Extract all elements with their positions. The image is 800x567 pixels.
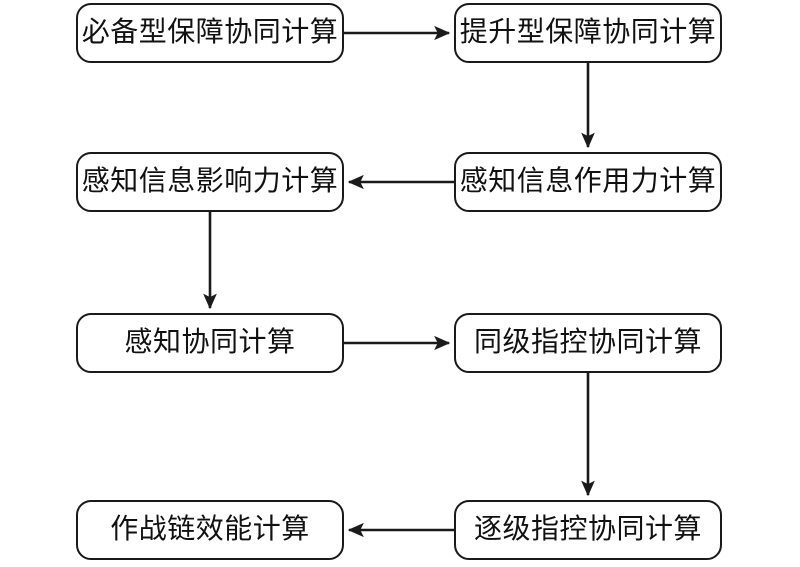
node-required-support-coordination-calc[interactable]: 必备型保障协同计算: [76, 3, 344, 63]
node-hierarchical-command-control-coordination-calc[interactable]: 逐级指控协同计算: [454, 500, 722, 560]
node-label: 提升型保障协同计算: [459, 17, 717, 48]
node-perception-info-force-calc[interactable]: 感知信息作用力计算: [454, 152, 722, 212]
node-enhanced-support-coordination-calc[interactable]: 提升型保障协同计算: [454, 3, 722, 63]
node-label: 感知信息作用力计算: [459, 166, 717, 197]
node-label: 逐级指控协同计算: [473, 514, 702, 545]
node-perception-info-influence-calc[interactable]: 感知信息影响力计算: [76, 152, 344, 212]
node-combat-chain-effectiveness-calc[interactable]: 作战链效能计算: [76, 500, 344, 560]
node-label: 作战链效能计算: [110, 514, 310, 545]
node-peer-command-control-coordination-calc[interactable]: 同级指控协同计算: [454, 313, 722, 373]
node-label: 必备型保障协同计算: [81, 17, 339, 48]
node-label: 同级指控协同计算: [473, 327, 702, 358]
node-label: 感知协同计算: [124, 327, 296, 358]
node-label: 感知信息影响力计算: [81, 166, 339, 197]
node-perception-coordination-calc[interactable]: 感知协同计算: [76, 313, 344, 373]
